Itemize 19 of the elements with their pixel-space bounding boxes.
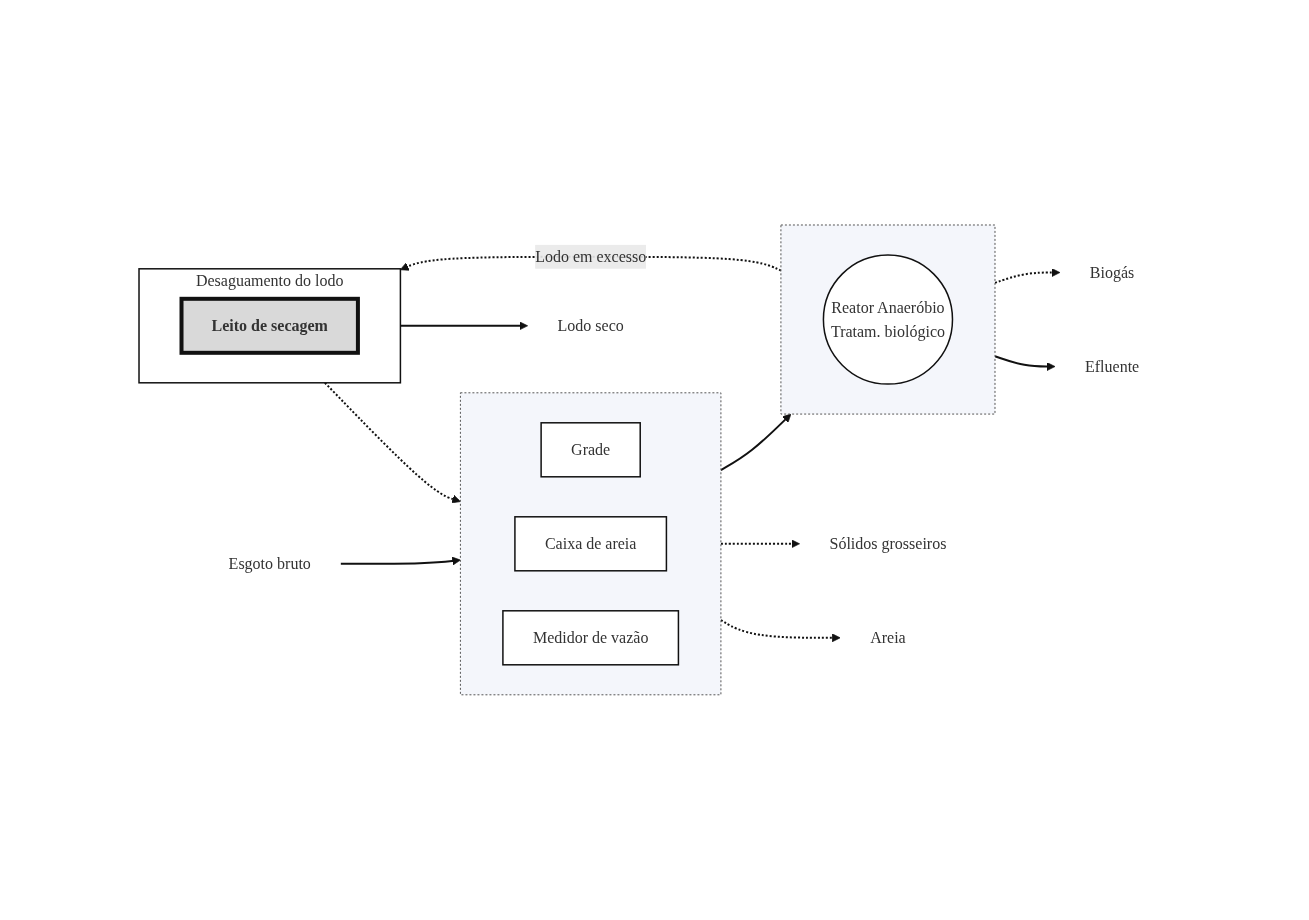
node-text: Sólidos grosseiros bbox=[829, 534, 947, 552]
node-box: Leito de secagem bbox=[179, 296, 361, 355]
cluster bbox=[460, 392, 722, 696]
node-text: Lodo seco bbox=[557, 316, 625, 334]
edge-label: Lodo em excesso bbox=[535, 247, 647, 265]
arrow bbox=[994, 355, 1056, 372]
node-text: Areia bbox=[870, 628, 907, 646]
arrow bbox=[994, 268, 1061, 284]
node-box: Medidor de vazão bbox=[502, 610, 680, 666]
node-box: Grade bbox=[540, 422, 642, 478]
node-box: Caixa de areia bbox=[514, 516, 668, 572]
arrow bbox=[340, 556, 462, 566]
node-text: Efluente bbox=[1085, 357, 1140, 375]
node-text: Biogás bbox=[1090, 263, 1135, 281]
node-text: Esgoto bruto bbox=[228, 554, 312, 572]
arrow bbox=[324, 381, 462, 504]
node-circle: Reator Anaeróbio Tratam. biológico bbox=[823, 254, 954, 385]
cluster bbox=[780, 224, 996, 415]
arrow bbox=[720, 413, 792, 472]
